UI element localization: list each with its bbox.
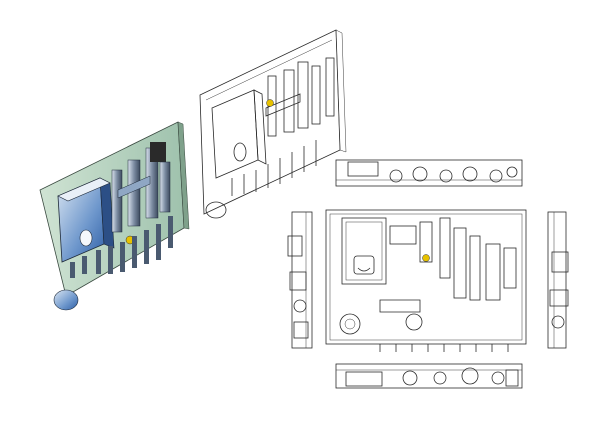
boiler-unit-outline <box>211 89 267 179</box>
boiler-unit <box>57 177 115 263</box>
isometric-view-line <box>199 29 347 219</box>
front-view <box>325 209 527 352</box>
right-side-view <box>547 211 569 349</box>
pipework-shaded <box>53 142 173 311</box>
pipework-outline <box>205 57 335 219</box>
boiler-front <box>341 217 387 285</box>
left-side-view <box>287 211 313 349</box>
top-view <box>335 159 523 187</box>
bottom-view <box>335 363 523 389</box>
isometric-view-shaded <box>39 121 190 311</box>
